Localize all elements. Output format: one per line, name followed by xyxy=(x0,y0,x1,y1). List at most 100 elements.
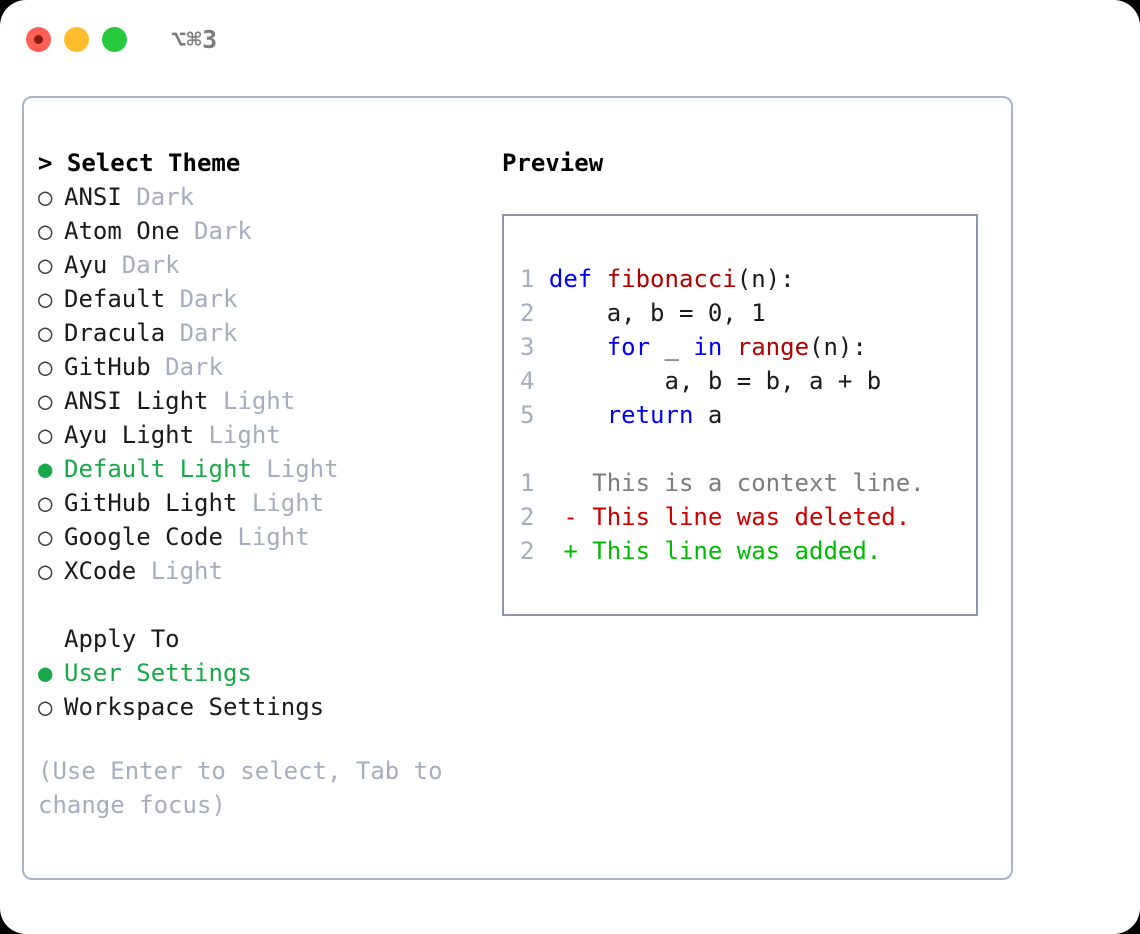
code-line: 3 for _ in range(n): xyxy=(520,330,976,364)
theme-option-default[interactable]: ○Default Dark xyxy=(38,282,488,316)
theme-option-google-code[interactable]: ○ Google Code Light xyxy=(38,520,488,554)
radio-unselected-icon: ○ xyxy=(38,251,53,279)
maximize-dot[interactable] xyxy=(102,26,127,52)
section-spacer xyxy=(38,588,488,622)
code-token xyxy=(549,333,607,361)
line-number: 2 xyxy=(520,503,535,531)
theme-option-ansi-light[interactable]: ○ ANSI Light Light xyxy=(38,384,488,418)
line-number: 4 xyxy=(520,367,535,395)
theme-list[interactable]: ○ANSI Dark○Atom One Dark○Ayu Dark○Defaul… xyxy=(38,180,488,588)
code-token: a, b = b, a + b xyxy=(548,367,882,395)
line-number: 3 xyxy=(520,333,535,361)
code-line: 5 return a xyxy=(520,398,976,432)
preview-title: Preview xyxy=(502,149,604,177)
line-number: 5 xyxy=(520,401,535,429)
radio-unselected-icon: ○ xyxy=(38,183,53,211)
theme-option-ayu[interactable]: ○ Ayu Dark xyxy=(38,248,488,282)
radio-unselected-icon: ○ xyxy=(38,217,53,245)
radio-unselected-icon: ○ xyxy=(38,489,53,517)
code-token: (n): xyxy=(736,265,795,293)
code-diff-separator xyxy=(520,432,976,466)
radio-unselected-icon: ○ xyxy=(38,319,53,347)
theme-option-label: XCode xyxy=(64,557,137,585)
line-number: 1 xyxy=(520,469,535,497)
theme-option-ayu-light[interactable]: ○Ayu Light Light xyxy=(38,418,488,452)
code-token: a, b = 0, 1 xyxy=(548,299,766,327)
code-token: fibonacci xyxy=(606,265,737,293)
minimize-dot[interactable] xyxy=(64,26,89,52)
theme-option-github-light[interactable]: ○GitHub Light Light xyxy=(38,486,488,520)
code-token: This is a context line. xyxy=(548,469,925,497)
theme-option-tag: Dark xyxy=(165,319,238,347)
radio-unselected-icon: ○ xyxy=(38,387,53,415)
code-token: _ xyxy=(650,333,694,361)
theme-option-label: Default Light xyxy=(64,455,252,483)
apply-to-option-workspace-settings[interactable]: ○Workspace Settings xyxy=(38,690,488,724)
line-number: 2 xyxy=(520,299,535,327)
code-token: def xyxy=(548,265,607,293)
theme-option-tag: Dark xyxy=(150,353,223,381)
line-number: 1 xyxy=(520,265,535,293)
theme-option-default-light[interactable]: ●Default Light Light xyxy=(38,452,488,486)
theme-option-label: GitHub Light xyxy=(64,489,238,517)
apply-to-list[interactable]: ●User Settings○Workspace Settings xyxy=(38,656,488,724)
radio-unselected-icon: ○ xyxy=(38,421,53,449)
theme-option-label: Atom One xyxy=(64,217,180,245)
theme-option-tag: Dark xyxy=(121,183,195,211)
theme-option-tag: Light xyxy=(222,523,310,551)
radio-unselected-icon: ○ xyxy=(38,353,53,381)
apply-to-option-user-settings[interactable]: ●User Settings xyxy=(38,656,488,690)
theme-option-label: Ayu Light xyxy=(64,421,195,449)
diff-line: 2 - This line was deleted. xyxy=(520,500,976,534)
theme-option-label: Ayu xyxy=(64,251,108,279)
theme-option-label: Google Code xyxy=(64,523,223,551)
theme-option-xcode[interactable]: ○ XCode Light xyxy=(38,554,488,588)
theme-option-github[interactable]: ○ GitHub Dark xyxy=(38,350,488,384)
theme-option-atom-one[interactable]: ○ Atom One Dark xyxy=(38,214,488,248)
code-token: for xyxy=(606,333,651,361)
line-number: 2 xyxy=(520,537,535,565)
diff-line: 1 This is a context line. xyxy=(520,466,976,500)
keyboard-shortcut-label: ⌥⌘3 xyxy=(171,24,218,54)
code-token: range xyxy=(736,333,810,361)
theme-option-dracula[interactable]: ○ Dracula Dark xyxy=(38,316,488,350)
theme-option-tag: Light xyxy=(136,557,223,585)
diff-sample: 1 This is a context line.2 - This line w… xyxy=(520,466,976,568)
theme-option-label: GitHub xyxy=(64,353,151,381)
code-token xyxy=(549,401,607,429)
code-line: 4 a, b = b, a + b xyxy=(520,364,976,398)
preview-column: Preview 1 def fibonacci(n):2 a, b = 0, 1… xyxy=(502,146,1002,616)
theme-option-tag: Dark xyxy=(179,217,252,245)
code-token: (n): xyxy=(809,333,867,361)
theme-option-label: ANSI Light xyxy=(64,387,209,415)
keyboard-hint-text: (Use Enter to select, Tab to change focu… xyxy=(38,757,443,819)
code-line: 1 def fibonacci(n): xyxy=(520,262,976,296)
close-dot[interactable] xyxy=(26,26,51,52)
traffic-lights xyxy=(26,26,127,52)
apply-to-header: Apply To xyxy=(64,625,180,653)
code-token: return xyxy=(606,401,694,429)
code-token: in xyxy=(693,333,737,361)
theme-option-ansi[interactable]: ○ANSI Dark xyxy=(38,180,488,214)
code-token: + This line was added. xyxy=(548,537,882,565)
apply-to-option-label: Workspace Settings xyxy=(64,693,325,721)
radio-selected-icon: ● xyxy=(38,455,53,483)
apply-to-option-label: User Settings xyxy=(64,659,252,687)
radio-unselected-icon: ○ xyxy=(38,523,53,551)
radio-unselected-icon: ○ xyxy=(38,557,53,585)
title-bar: ⌥⌘3 xyxy=(0,0,1140,78)
main-panel: > Select Theme ○ANSI Dark○Atom One Dark○… xyxy=(22,96,1013,880)
diff-line: 2 + This line was added. xyxy=(520,534,976,568)
theme-option-tag: Dark xyxy=(107,251,180,279)
code-token: - This line was deleted. xyxy=(548,503,911,531)
theme-option-tag: Light xyxy=(208,387,296,415)
theme-option-label: Default xyxy=(64,285,166,313)
radio-unselected-icon: ○ xyxy=(38,285,53,313)
theme-selector-column: > Select Theme ○ANSI Dark○Atom One Dark○… xyxy=(38,146,488,822)
code-token: a xyxy=(693,401,723,429)
select-theme-header: > Select Theme xyxy=(38,149,241,177)
theme-option-label: Dracula xyxy=(64,319,166,347)
